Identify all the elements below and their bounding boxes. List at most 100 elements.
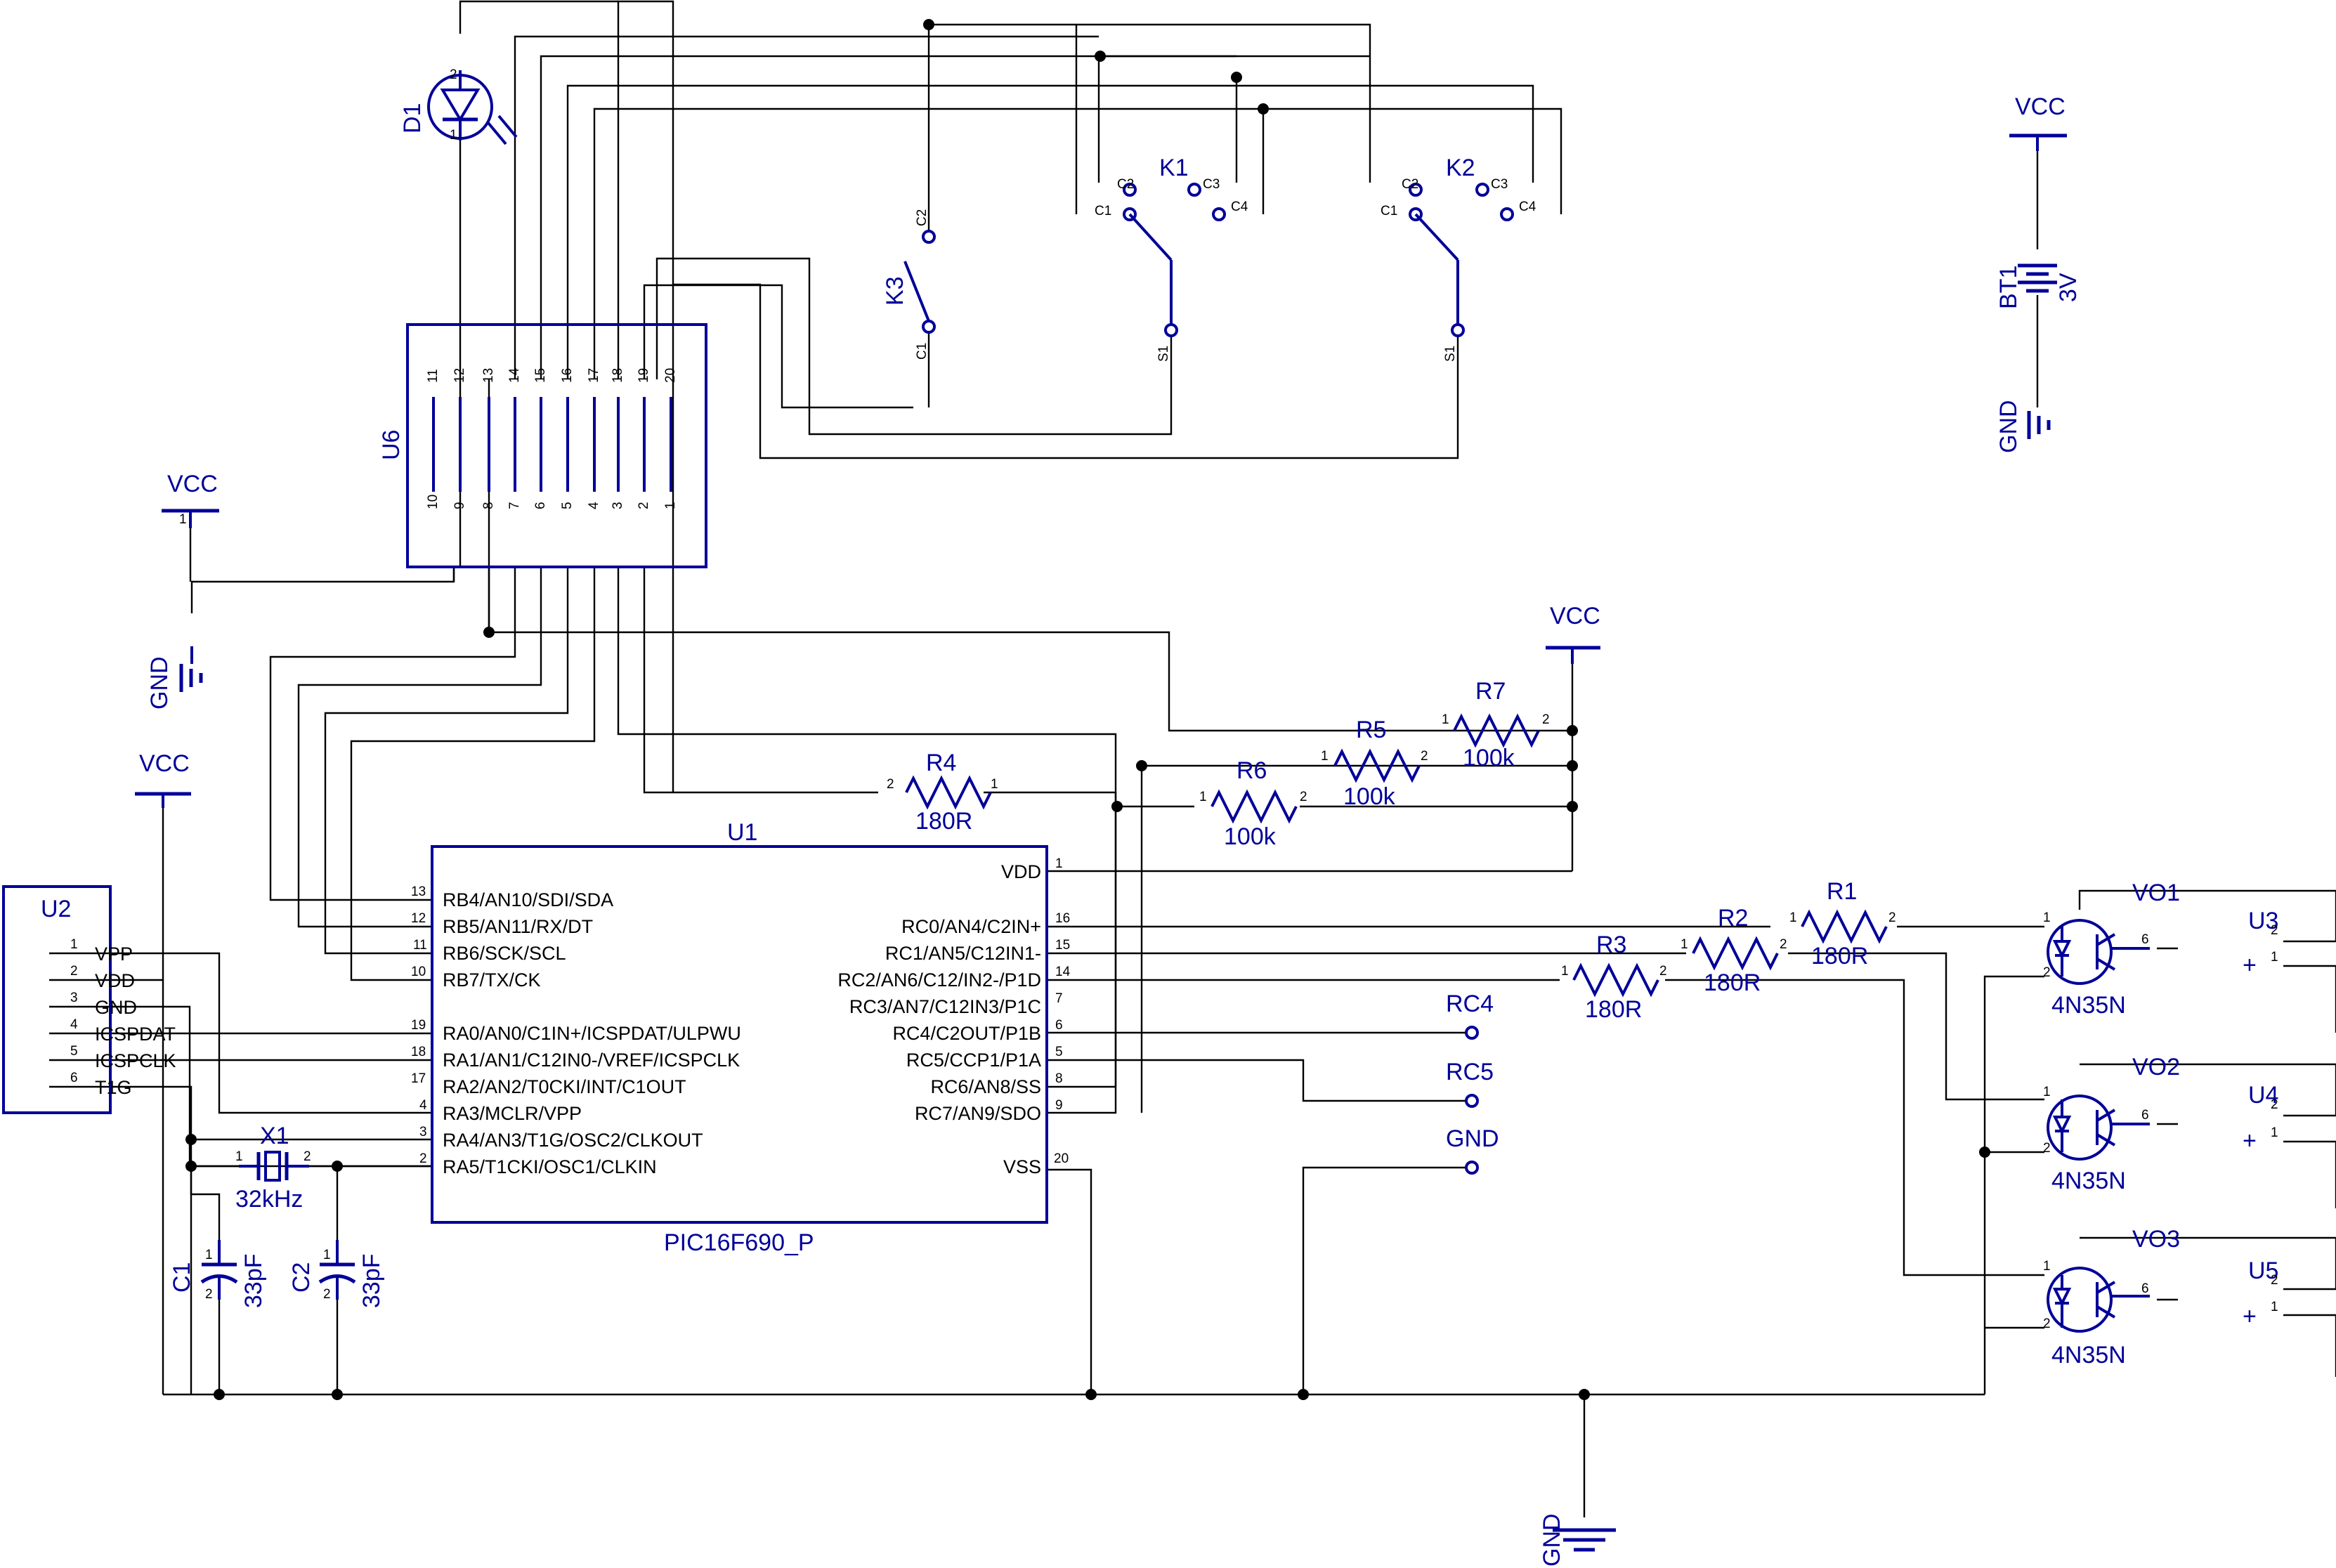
u2-pin-name: GND xyxy=(95,997,137,1018)
svg-text:2: 2 xyxy=(2271,1273,2278,1288)
svg-text:1: 1 xyxy=(1199,790,1207,804)
switch-contact: C3 xyxy=(1203,177,1220,192)
resistor-ref: R4 xyxy=(926,750,956,776)
u1-pin-num: 4 xyxy=(419,1098,427,1113)
svg-text:2: 2 xyxy=(2271,1097,2278,1112)
junction-dots xyxy=(185,19,1990,1400)
u1-pin-name: VSS xyxy=(1003,1156,1041,1177)
svg-text:2: 2 xyxy=(2043,965,2051,980)
u2-ref: U2 xyxy=(41,896,71,922)
test-points: RC4 RC5 GND xyxy=(1446,991,1499,1175)
u6-pin-num: 12 xyxy=(452,368,467,383)
u1-pin-num: 11 xyxy=(413,938,427,953)
u6-pin-num: 2 xyxy=(637,502,651,509)
u1-pin-name: RA4/AN3/T1G/OSC2/CLKOUT xyxy=(443,1130,703,1151)
u6-pin-num: 10 xyxy=(426,495,441,509)
u1-pin-num: 13 xyxy=(411,884,426,899)
switch-contact: C1 xyxy=(915,343,929,360)
u2-icsp-header: U2 1 VPP 2 VDD 3 GND 4 ICSPDAT 5 ICSPCLK… xyxy=(2,885,176,1114)
capacitor-ref: C2 xyxy=(288,1262,315,1293)
vcc-symbol: VCC xyxy=(2009,93,2067,151)
test-point-label: RC5 xyxy=(1446,1059,1494,1085)
u1-pin-name: RC2/AN6/C12/IN2-/P1D xyxy=(837,969,1041,991)
u1-pin-num: 5 xyxy=(1055,1045,1063,1059)
u2-pin-num: 2 xyxy=(70,964,78,979)
vcc-symbol: VCC xyxy=(135,750,191,808)
resistor-ref: R5 xyxy=(1356,717,1386,743)
vcc-symbol: 1 VCC xyxy=(162,471,219,528)
u1-part: PIC16F690_P xyxy=(664,1229,814,1256)
switch-contact: C1 xyxy=(1381,204,1397,218)
capacitor-c2: 1 2 C2 33pF xyxy=(288,1240,385,1308)
u1-pin-num: 20 xyxy=(1054,1151,1069,1166)
svg-text:6: 6 xyxy=(2141,1108,2149,1123)
battery-value: 3V xyxy=(2055,273,2082,302)
battery-ref: BT1 xyxy=(1995,266,2022,309)
u1-pin-num: 1 xyxy=(1055,856,1063,871)
optocoupler-vo2: 1 2 6 VO2 4N35N xyxy=(2043,1054,2180,1194)
capacitor-ref: C1 xyxy=(169,1262,195,1293)
svg-text:1: 1 xyxy=(1442,712,1449,727)
u6-pin-num: 17 xyxy=(587,368,601,383)
u1-pin-name: RA3/MCLR/VPP xyxy=(443,1103,582,1124)
u1-pin-name: RA1/AN1/C12IN0-/VREF/ICSPCLK xyxy=(443,1050,740,1071)
switch-contact: C4 xyxy=(1519,200,1536,214)
svg-text:2: 2 xyxy=(2043,1317,2051,1331)
resistor-r5: 1 2 R5 100k xyxy=(1321,717,1428,810)
u1-pin-name: RB7/TX/CK xyxy=(443,969,541,991)
output-ref: U5 xyxy=(2248,1257,2278,1284)
switch-contact: C4 xyxy=(1231,200,1248,214)
resistor-ref: R3 xyxy=(1596,932,1626,958)
output-u5: U5 2 1 + xyxy=(2243,1257,2278,1330)
svg-text:2: 2 xyxy=(887,777,894,792)
u2-pin-name: ICSPCLK xyxy=(95,1050,176,1071)
svg-text:2: 2 xyxy=(1300,790,1307,804)
svg-text:2: 2 xyxy=(205,1287,213,1302)
svg-text:1: 1 xyxy=(179,512,187,527)
u1-microcontroller: U1 PIC16F690_P 13 RB4/AN10/SDI/SDA 12 RB… xyxy=(411,819,1071,1256)
svg-text:1: 1 xyxy=(2271,1300,2278,1314)
u1-pin-name: RC6/AN8/SS xyxy=(930,1076,1041,1097)
switch-contact: C2 xyxy=(1117,177,1134,192)
svg-text:1: 1 xyxy=(1561,964,1569,979)
svg-text:2: 2 xyxy=(450,67,457,82)
opto-part: 4N35N xyxy=(2051,1342,2126,1368)
u1-pin-name: RC0/AN4/C2IN+ xyxy=(901,916,1041,937)
u1-right-pins: 1 VDD 16 RC0/AN4/C2IN+ 15 RC1/AN5/C12IN1… xyxy=(837,856,1070,1177)
vcc-label: VCC xyxy=(167,471,218,497)
svg-text:1: 1 xyxy=(323,1248,331,1262)
u6-pin-num: 1 xyxy=(663,502,678,509)
u1-pin-num: 12 xyxy=(411,911,426,926)
led-d1: 2 1 D1 xyxy=(399,67,518,145)
u6-pin-num: 3 xyxy=(611,502,625,509)
u1-pin-name: VDD xyxy=(1001,861,1041,882)
svg-text:6: 6 xyxy=(2141,1281,2149,1296)
svg-text:2: 2 xyxy=(1542,712,1550,727)
switch-contact: C3 xyxy=(1491,177,1508,192)
u1-pin-name: RB4/AN10/SDI/SDA xyxy=(443,889,613,910)
svg-text:1: 1 xyxy=(1321,749,1329,764)
resistor-value: 180R xyxy=(915,808,972,835)
u2-pin-num: 3 xyxy=(70,991,78,1005)
u1-pin-num: 18 xyxy=(411,1045,426,1059)
switch-contact: S1 xyxy=(1443,346,1458,362)
svg-text:1: 1 xyxy=(1681,937,1688,952)
wires xyxy=(49,0,2336,1517)
opto-part: 4N35N xyxy=(2051,1168,2126,1194)
u1-pin-name: RC5/CCP1/P1A xyxy=(906,1050,1041,1071)
vcc-label: VCC xyxy=(2015,93,2066,120)
resistor-value: 180R xyxy=(1811,943,1868,969)
u6-pin-num: 6 xyxy=(533,502,548,509)
u2-pin-name: T1G xyxy=(95,1077,132,1098)
resistor-r7: 1 2 R7 100k xyxy=(1442,678,1550,771)
svg-text:1: 1 xyxy=(991,777,998,792)
switch-ref: K1 xyxy=(1159,155,1189,181)
output-plus: + xyxy=(2243,1303,2257,1330)
u6-pin-num: 16 xyxy=(560,368,575,383)
vcc-label: VCC xyxy=(1550,603,1600,629)
svg-text:2: 2 xyxy=(1888,910,1896,925)
gnd-label: GND xyxy=(1995,400,2022,453)
capacitor-value: 33pF xyxy=(240,1254,267,1309)
u2-pin-num: 6 xyxy=(70,1071,78,1085)
